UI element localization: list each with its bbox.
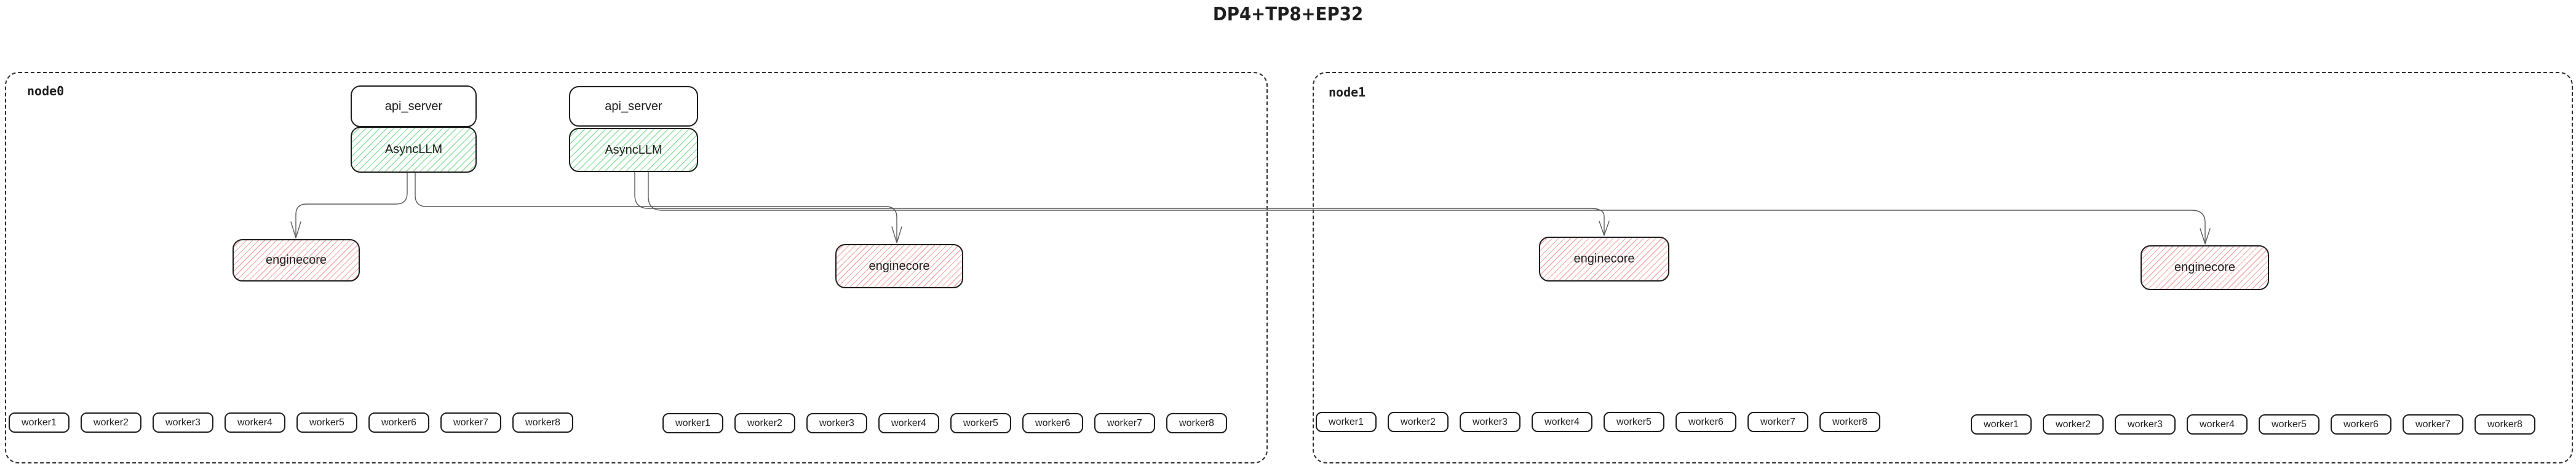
diagram-title: DP4+TP8+EP32 xyxy=(1212,4,1364,25)
worker-box: worker2 xyxy=(2043,414,2104,435)
worker-box: worker2 xyxy=(1388,412,1449,432)
node1-container xyxy=(1313,72,2573,463)
worker-box: worker7 xyxy=(2403,414,2463,435)
enginecore-box-4: enginecore xyxy=(2141,245,2269,290)
node0-worker-group-1: worker1 worker2 worker3 worker4 worker5 … xyxy=(9,412,573,433)
worker-box: worker7 xyxy=(1094,413,1155,433)
worker-box: worker4 xyxy=(878,413,939,433)
worker-box: worker5 xyxy=(2259,414,2320,435)
node1-worker-group-1: worker1 worker2 worker3 worker4 worker5 … xyxy=(1316,412,1880,432)
worker-box: worker1 xyxy=(1316,412,1377,432)
api-server-box-1: api_server xyxy=(351,85,477,127)
worker-box: worker5 xyxy=(296,412,357,433)
worker-box: worker3 xyxy=(806,413,867,433)
worker-box: worker1 xyxy=(9,412,70,433)
enginecore-box-1: enginecore xyxy=(233,239,360,282)
node1-worker-group-2: worker1 worker2 worker3 worker4 worker5 … xyxy=(1971,414,2535,435)
enginecore-box-3: enginecore xyxy=(1539,237,1669,282)
worker-box: worker7 xyxy=(1747,412,1808,432)
worker-box: worker5 xyxy=(950,413,1011,433)
enginecore-box-2: enginecore xyxy=(835,244,963,288)
worker-box: worker7 xyxy=(440,412,501,433)
worker-box: worker8 xyxy=(1166,413,1227,433)
worker-box: worker8 xyxy=(1819,412,1880,432)
worker-box: worker1 xyxy=(662,413,723,433)
node1-label: node1 xyxy=(1329,85,1366,100)
asyncllm-box-2: AsyncLLM xyxy=(569,128,698,172)
worker-box: worker3 xyxy=(1460,412,1521,432)
node0-worker-group-2: worker1 worker2 worker3 worker4 worker5 … xyxy=(662,413,1227,433)
node0-container xyxy=(5,72,1268,463)
worker-box: worker1 xyxy=(1971,414,2032,435)
worker-box: worker6 xyxy=(2331,414,2391,435)
api-server-box-2: api_server xyxy=(569,86,698,127)
worker-box: worker2 xyxy=(734,413,795,433)
worker-box: worker2 xyxy=(81,412,141,433)
worker-box: worker3 xyxy=(153,412,213,433)
worker-box: worker5 xyxy=(1604,412,1664,432)
worker-box: worker6 xyxy=(1022,413,1083,433)
worker-box: worker6 xyxy=(1676,412,1736,432)
worker-box: worker8 xyxy=(512,412,573,433)
worker-box: worker4 xyxy=(2187,414,2248,435)
node0-label: node0 xyxy=(27,84,65,98)
worker-box: worker3 xyxy=(2115,414,2176,435)
asyncllm-box-1: AsyncLLM xyxy=(351,127,477,173)
worker-box: worker4 xyxy=(225,412,285,433)
worker-box: worker4 xyxy=(1532,412,1592,432)
worker-box: worker6 xyxy=(368,412,429,433)
worker-box: worker8 xyxy=(2475,414,2535,435)
